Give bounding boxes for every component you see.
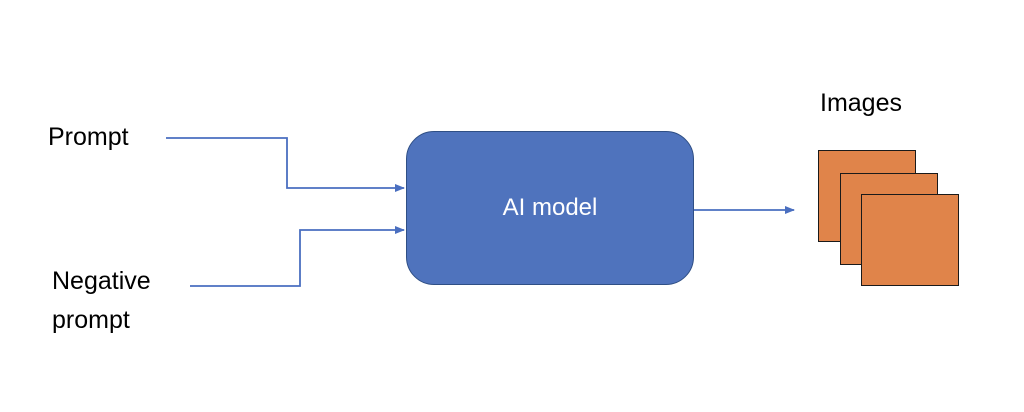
output-image-card: [861, 194, 959, 286]
ai-model-box: AI model: [406, 131, 694, 285]
images-output-label: Images: [820, 89, 902, 117]
negative-prompt-connector-arrow: [190, 226, 405, 287]
negative-prompt-input-label: Negative prompt: [52, 262, 151, 340]
prompt-connector-arrow: [166, 137, 405, 192]
ai-model-label: AI model: [502, 194, 598, 221]
negative-prompt-label-line-2: prompt: [52, 306, 130, 334]
prompt-input-label: Prompt: [48, 123, 129, 151]
negative-prompt-label-line-1: Negative: [52, 267, 151, 295]
